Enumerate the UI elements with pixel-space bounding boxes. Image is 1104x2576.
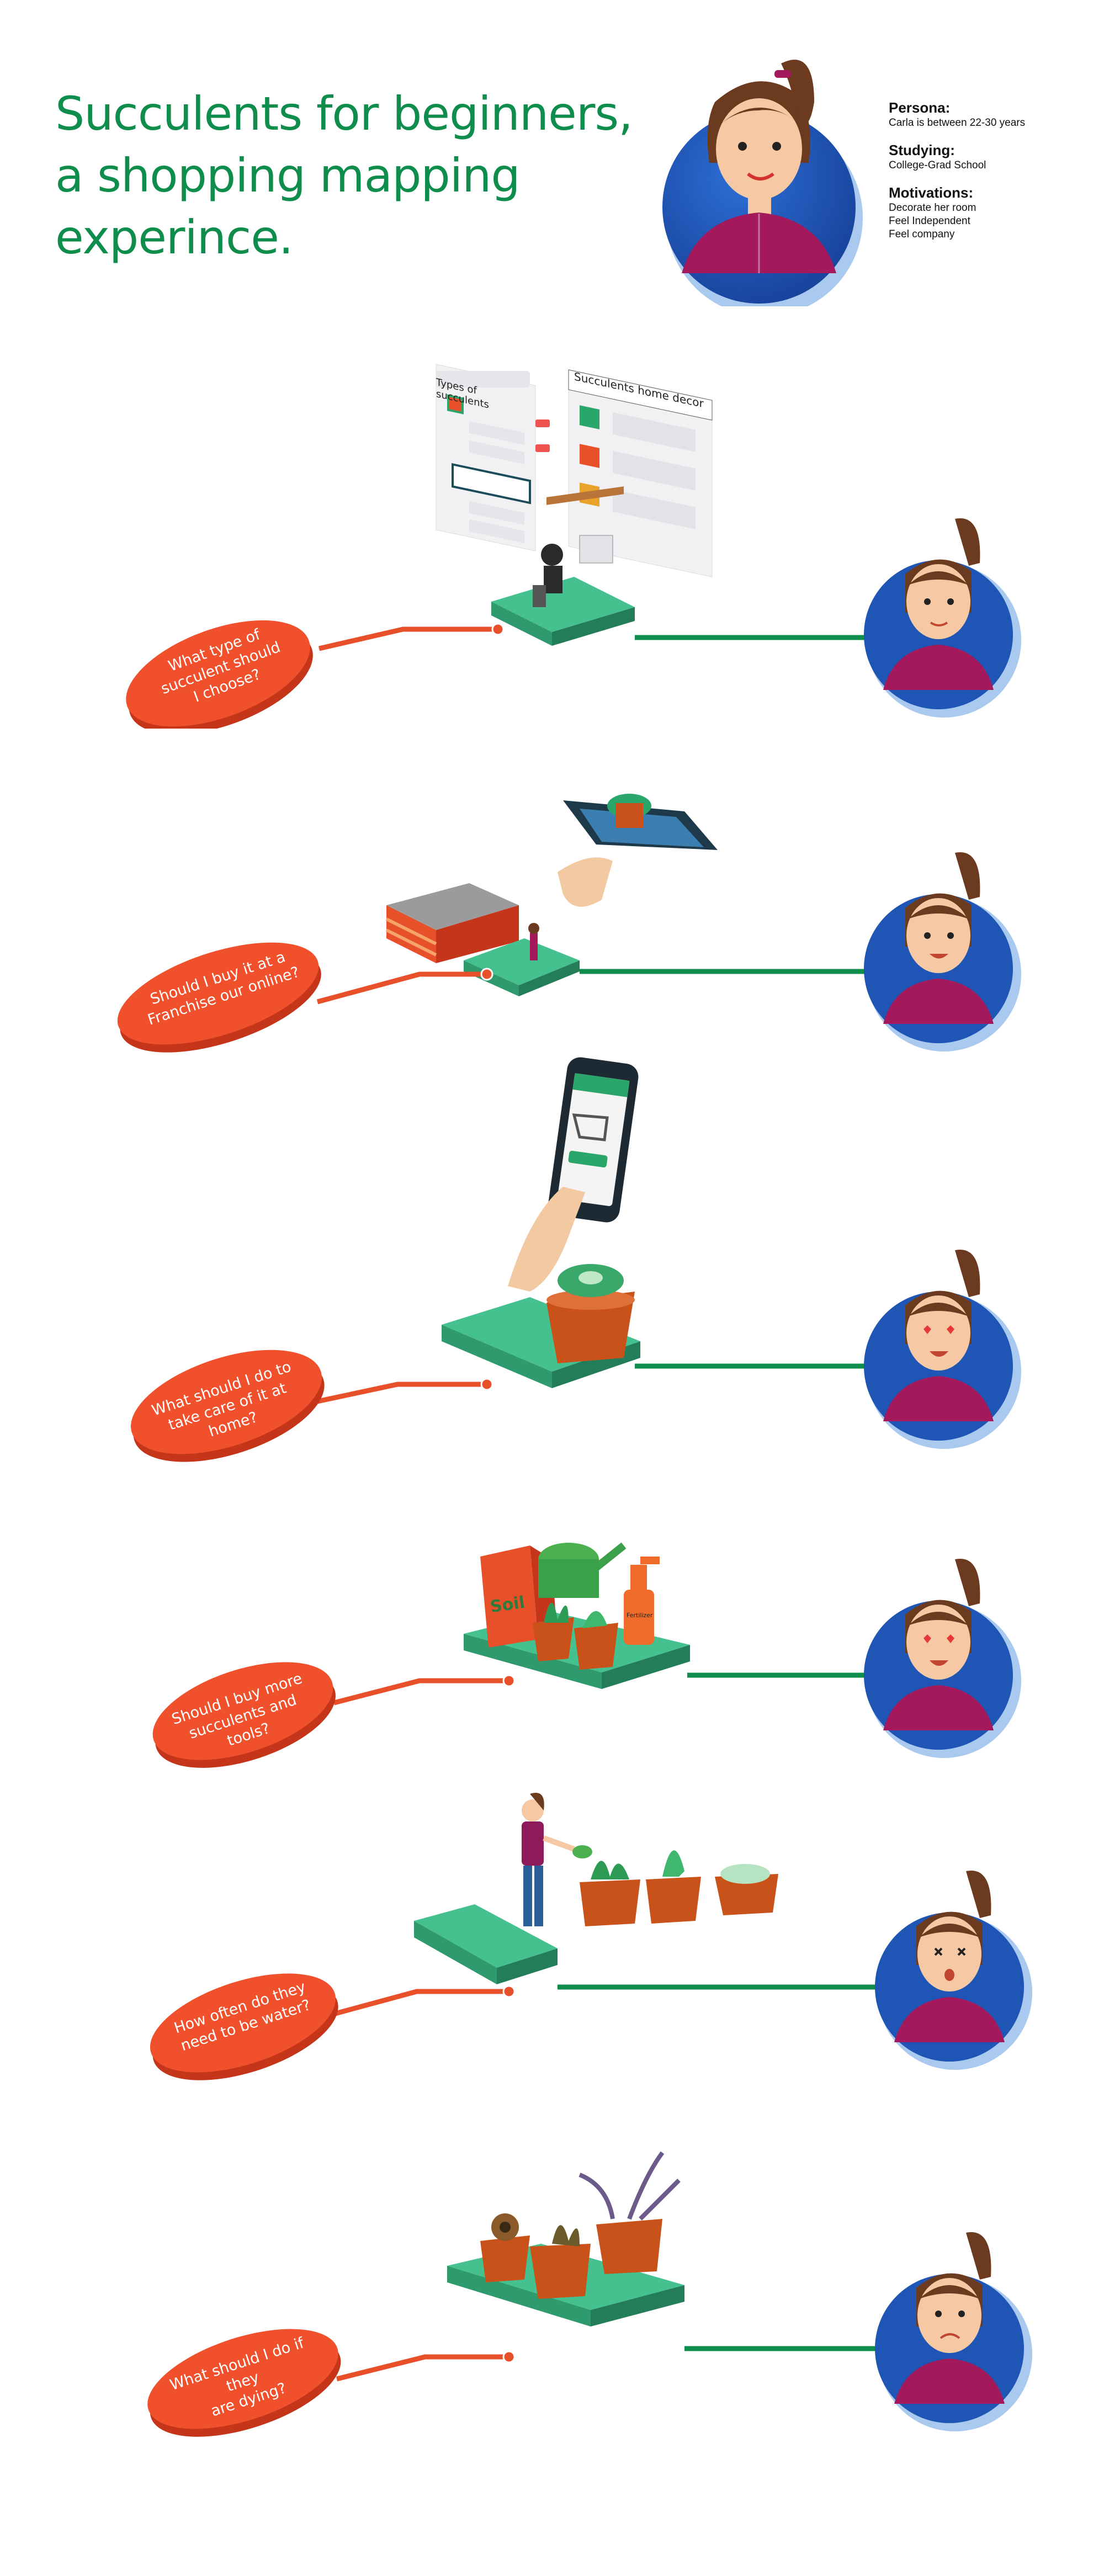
journey-step-1: Types of succulents Succulents home deco… xyxy=(0,353,1104,729)
persona-avatar-icon xyxy=(875,2232,1032,2431)
title-line-1: Succulents for beginners, xyxy=(55,83,662,145)
journey-step-6: What should I do if they are dying? xyxy=(0,2142,1104,2484)
connector-orange xyxy=(334,1681,508,1703)
connector-orange xyxy=(337,2357,508,2379)
journey-step-2: Should I buy it at a Franchise our onlin… xyxy=(0,784,1104,1093)
motivation-item: Feel Independent xyxy=(889,215,1098,228)
gardener-icon xyxy=(522,1793,592,1926)
motivations-label: Motivations: xyxy=(889,184,1098,201)
phone-icon xyxy=(558,794,718,907)
page-title: Succulents for beginners, a shopping map… xyxy=(55,83,662,268)
persona-avatar-icon xyxy=(875,1871,1032,2070)
succulent-pot-icon xyxy=(580,1850,778,1926)
motivation-item: Feel company xyxy=(889,228,1098,241)
persona-value: Carla is between 22-30 years xyxy=(889,116,1098,130)
studying-value: College-Grad School xyxy=(889,159,1098,172)
persona-avatar-icon xyxy=(864,1559,1021,1758)
persona-avatar-icon xyxy=(649,41,869,306)
journey-step-5: How often do they need to be water? xyxy=(0,1788,1104,2120)
watering-can-icon xyxy=(538,1543,624,1598)
step-5-illustration xyxy=(0,1788,1104,2120)
studying-label: Studying: xyxy=(889,142,1098,159)
persona-avatar-icon xyxy=(864,518,1021,718)
connector-orange xyxy=(317,974,486,1002)
persona-info: Persona: Carla is between 22-30 years St… xyxy=(889,94,1098,241)
step-2-illustration xyxy=(0,784,1104,1093)
persona-avatar-icon xyxy=(864,1250,1021,1449)
journey-step-4: Soil Fertilizer Should I buy more succul… xyxy=(0,1512,1104,1777)
succulent-pot-icon xyxy=(546,1264,635,1363)
step-4-illustration xyxy=(0,1512,1104,1777)
persona-label: Persona: xyxy=(889,99,1098,116)
motivation-item: Decorate her room xyxy=(889,201,1098,215)
connector-orange xyxy=(319,629,497,649)
title-line-3: experince. xyxy=(55,206,662,268)
spray-bottle-icon xyxy=(624,1557,660,1645)
step-6-illustration xyxy=(0,2142,1104,2484)
connector-orange xyxy=(315,1384,486,1402)
title-line-2: a shopping mapping xyxy=(55,145,662,206)
journey-step-3: What should I do to take care of it at h… xyxy=(0,1049,1104,1490)
connector-orange xyxy=(331,1991,508,2015)
spray-label: Fertilizer xyxy=(627,1612,653,1619)
persona-avatar-icon xyxy=(864,852,1021,1051)
